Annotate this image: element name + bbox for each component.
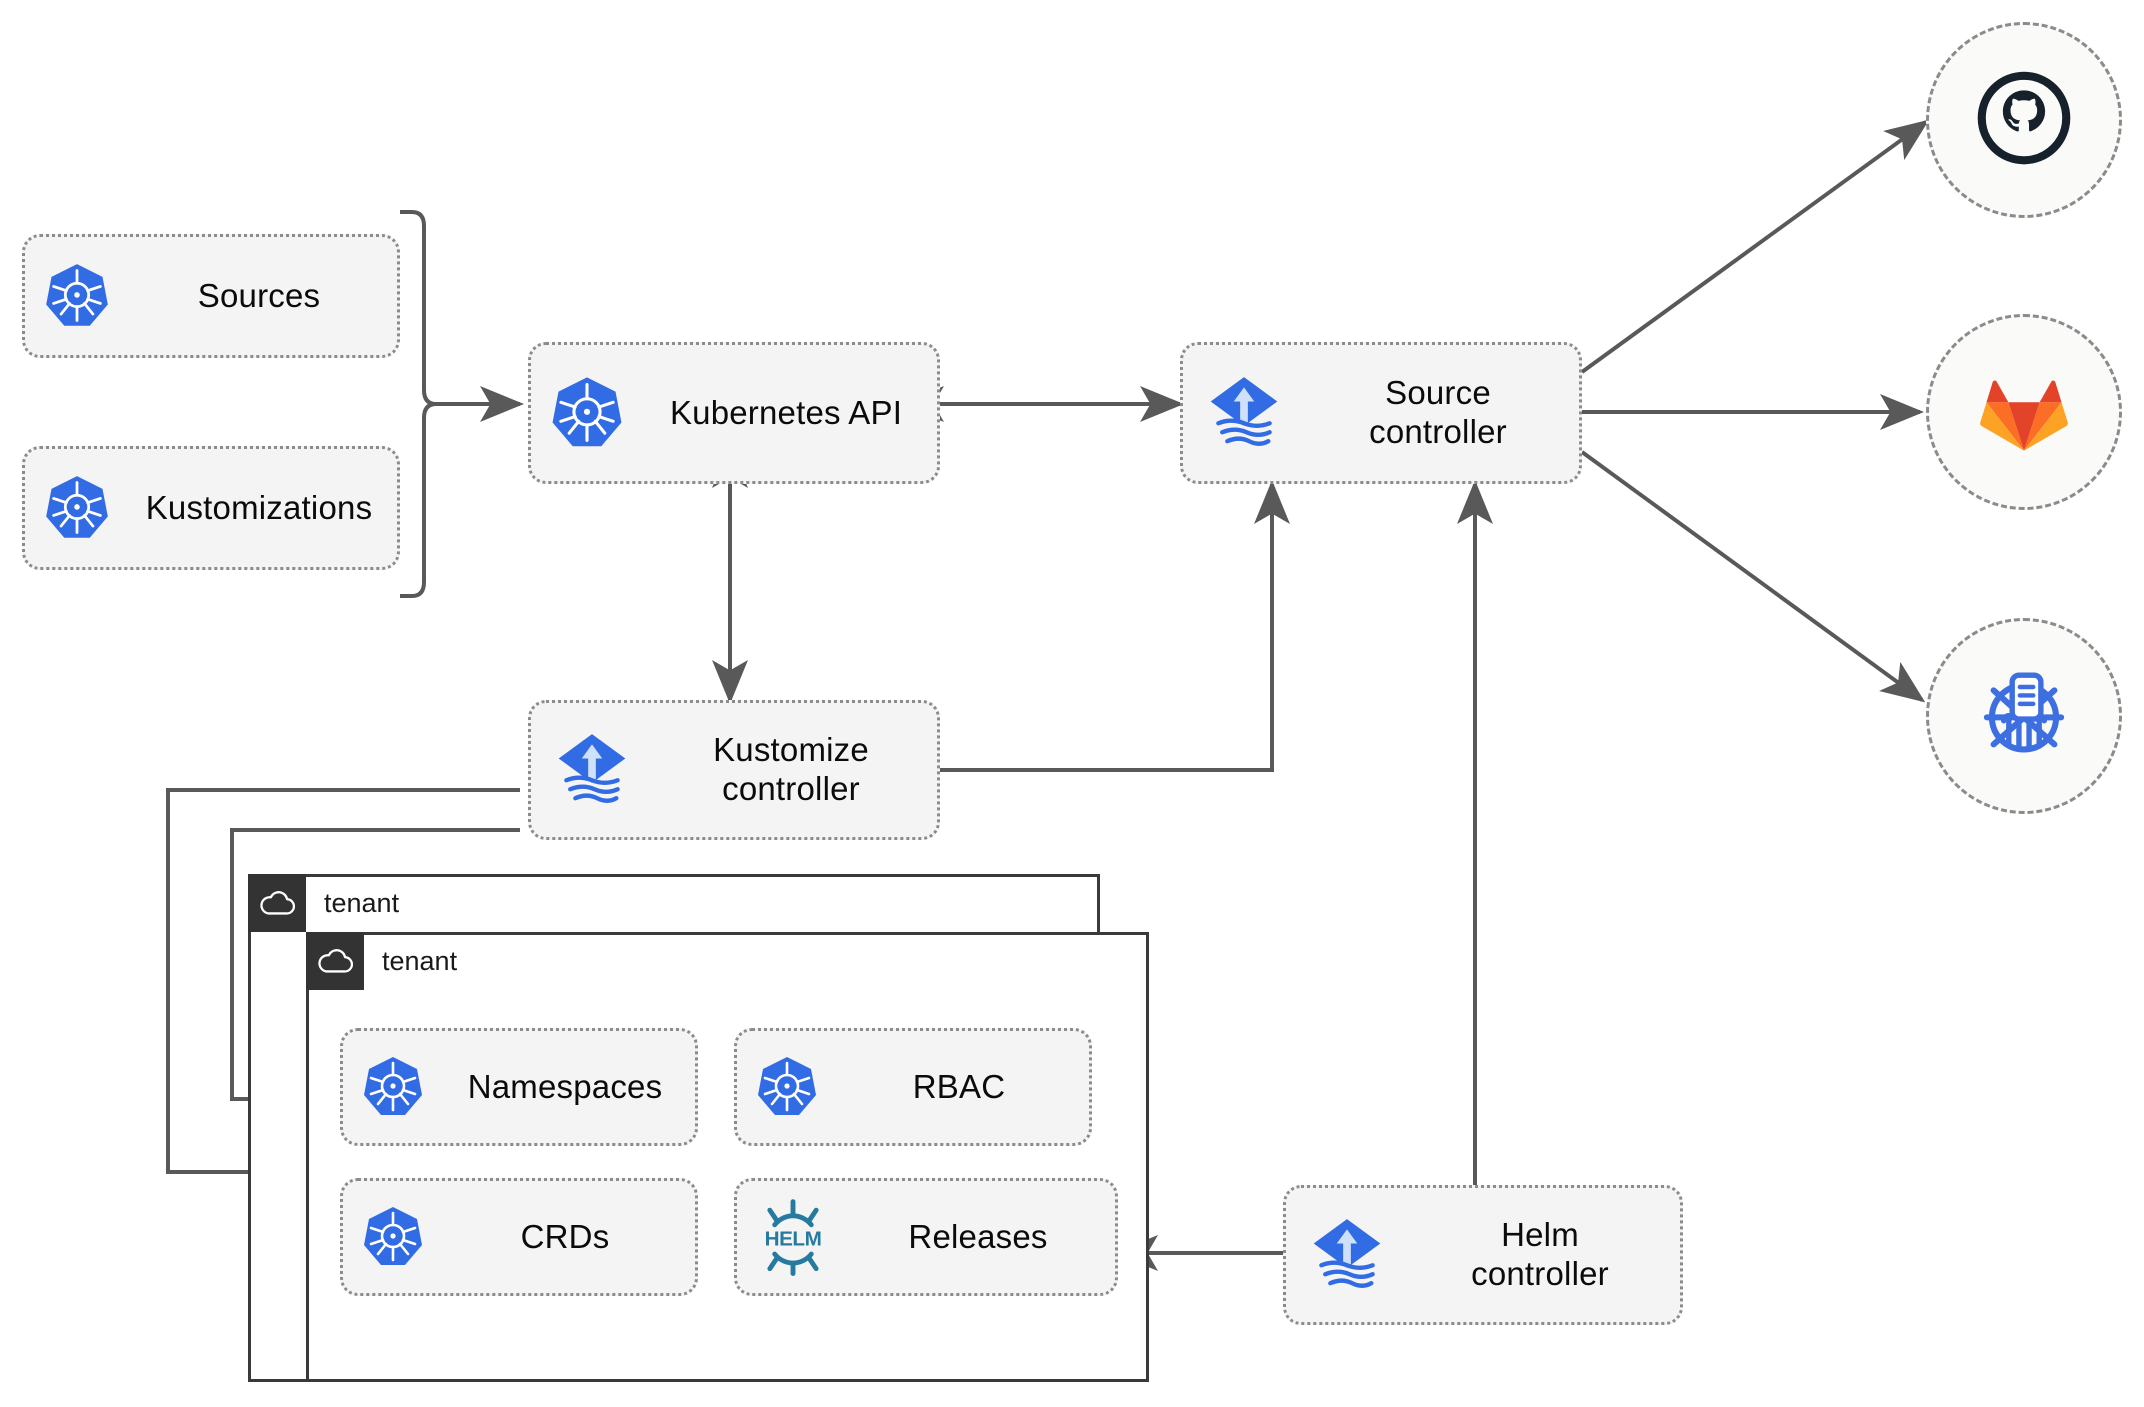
cloud-icon: [306, 932, 364, 990]
node-helm-controller[interactable]: Helm controller: [1283, 1185, 1683, 1325]
node-releases[interactable]: HELM Releases: [734, 1178, 1118, 1296]
kubernetes-icon: [343, 1055, 443, 1119]
provider-gitlab[interactable]: [1926, 314, 2122, 510]
cloud-icon: [248, 874, 306, 932]
node-label: Kubernetes API: [669, 393, 903, 431]
node-label: Sources: [197, 276, 321, 314]
group-brace: [400, 210, 437, 598]
node-label: Kustomizations: [145, 488, 373, 526]
chart-registry-icon: [1970, 660, 2078, 773]
node-source-controller[interactable]: Source controller: [1180, 342, 1582, 484]
provider-github[interactable]: [1926, 22, 2122, 218]
provider-helm-repository[interactable]: [1926, 618, 2122, 814]
github-icon: [1972, 66, 2076, 175]
kubernetes-icon: [531, 375, 643, 451]
node-label: Helm controller: [1471, 1216, 1609, 1292]
tenant-tab: tenant: [248, 874, 399, 932]
tenant-label: tenant: [324, 887, 400, 918]
tenant-container-inner[interactable]: tenant: [306, 932, 1149, 1382]
kubernetes-icon: [25, 262, 129, 330]
kubernetes-icon: [737, 1055, 837, 1119]
flux-icon: [531, 729, 653, 811]
kubernetes-icon: [25, 474, 129, 542]
node-namespaces[interactable]: Namespaces: [340, 1028, 698, 1146]
gitlab-icon: [1974, 362, 2074, 463]
node-kustomizations[interactable]: Kustomizations: [22, 446, 400, 570]
tenant-label: tenant: [382, 945, 458, 976]
arrow-source-to-registry: [1580, 450, 1926, 703]
node-label: Source controller: [1369, 374, 1507, 450]
node-kustomize-controller[interactable]: Kustomize controller: [528, 700, 940, 840]
node-label: Kustomize controller: [713, 731, 869, 807]
flux-icon: [1183, 372, 1305, 454]
kubernetes-icon: [343, 1205, 443, 1269]
node-label: CRDs: [520, 1217, 610, 1255]
node-sources[interactable]: Sources: [22, 234, 400, 358]
node-label: RBAC: [912, 1067, 1006, 1105]
arrow-kustomize-to-source: [940, 480, 1290, 772]
node-rbac[interactable]: RBAC: [734, 1028, 1092, 1146]
tenant-tab: tenant: [306, 932, 457, 990]
svg-text:HELM: HELM: [765, 1228, 822, 1251]
helm-icon: HELM: [737, 1198, 849, 1276]
node-label: Releases: [908, 1217, 1048, 1255]
node-label: Namespaces: [467, 1067, 663, 1105]
node-crds[interactable]: CRDs: [340, 1178, 698, 1296]
node-kubernetes-api[interactable]: Kubernetes API: [528, 342, 940, 484]
flux-icon: [1286, 1214, 1408, 1296]
arrow-source-to-github: [1580, 119, 1930, 374]
